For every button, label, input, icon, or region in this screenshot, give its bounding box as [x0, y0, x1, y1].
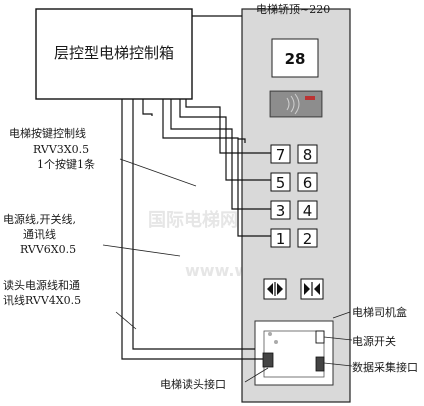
- label-operator-box: 电梯司机盒: [352, 305, 407, 319]
- key-label: 4: [303, 202, 313, 220]
- floor-key[interactable]: [297, 200, 318, 220]
- leader-data-port: [323, 362, 353, 367]
- wire-reader: [121, 99, 263, 360]
- floor-key[interactable]: [270, 172, 291, 192]
- label-reader-wire-line1: 读头电源线和通: [3, 278, 80, 292]
- floor-key[interactable]: [297, 228, 318, 248]
- wire-key-7: [185, 99, 271, 154]
- controller-box: [35, 8, 193, 100]
- label-power-wire-spec: RVV6X0.5: [20, 243, 76, 256]
- floor-key[interactable]: [270, 200, 291, 220]
- wire-controller-out: [142, 99, 153, 116]
- rfid-icon: [286, 93, 300, 115]
- card-reader: [269, 90, 323, 118]
- label-car-top: 电梯轿顶~220: [256, 2, 330, 16]
- leader-button-wire: [119, 158, 197, 187]
- floor-key[interactable]: [297, 144, 318, 164]
- key-label: 8: [303, 146, 313, 164]
- wire-key-3: [170, 99, 271, 210]
- key-label: 1: [276, 230, 286, 248]
- label-data-port: 数据采集接口: [352, 360, 418, 374]
- leader-power-switch: [323, 336, 353, 341]
- operator-box: [254, 320, 334, 386]
- watermark-cn: 国际电梯网: [148, 209, 238, 231]
- key-label: 7: [276, 146, 286, 164]
- controller-title: 层控型电梯控制箱: [54, 44, 174, 62]
- leader-reader-port: [244, 367, 269, 383]
- wire-key-1: [162, 99, 271, 237]
- key-label: 6: [303, 174, 313, 192]
- label-button-wire-note: 1个按键1条: [37, 157, 95, 171]
- key-label: 2: [303, 230, 313, 248]
- door-close-button[interactable]: [300, 278, 324, 300]
- label-button-wire-title: 电梯按键控制线: [9, 126, 86, 140]
- leader-operator-box: [332, 311, 351, 319]
- leader-reader-wire: [115, 311, 137, 330]
- floor-display: [271, 38, 319, 78]
- reader-port: [262, 352, 274, 368]
- label-reader-port: 电梯读头接口: [160, 377, 226, 391]
- leader-power-wire: [102, 244, 181, 257]
- data-port: [315, 356, 325, 372]
- key-label: 3: [276, 202, 286, 220]
- label-power-switch: 电源开关: [352, 334, 396, 348]
- power-switch[interactable]: [315, 330, 325, 344]
- floor-key[interactable]: [270, 144, 291, 164]
- label-power-wire-line1: 电源线,开关线,: [3, 212, 76, 226]
- door-close-icon: [304, 282, 320, 296]
- wire-key-5: [179, 99, 271, 181]
- floor-display-value: 28: [285, 50, 306, 68]
- wire-power: [132, 99, 255, 350]
- key-label: 5: [276, 174, 286, 192]
- door-open-icon: [267, 282, 283, 296]
- label-reader-wire-line2: 讯线RVV4X0.5: [3, 293, 81, 307]
- label-power-wire-line2: 通讯线: [23, 227, 56, 241]
- keypad: 7 8 5 6 3 4 1 2: [270, 144, 318, 248]
- floor-key[interactable]: [297, 172, 318, 192]
- door-open-button[interactable]: [263, 278, 287, 300]
- wire-key-group: [238, 138, 246, 143]
- label-button-wire-spec: RVV3X0.5: [33, 143, 89, 156]
- floor-key[interactable]: [270, 228, 291, 248]
